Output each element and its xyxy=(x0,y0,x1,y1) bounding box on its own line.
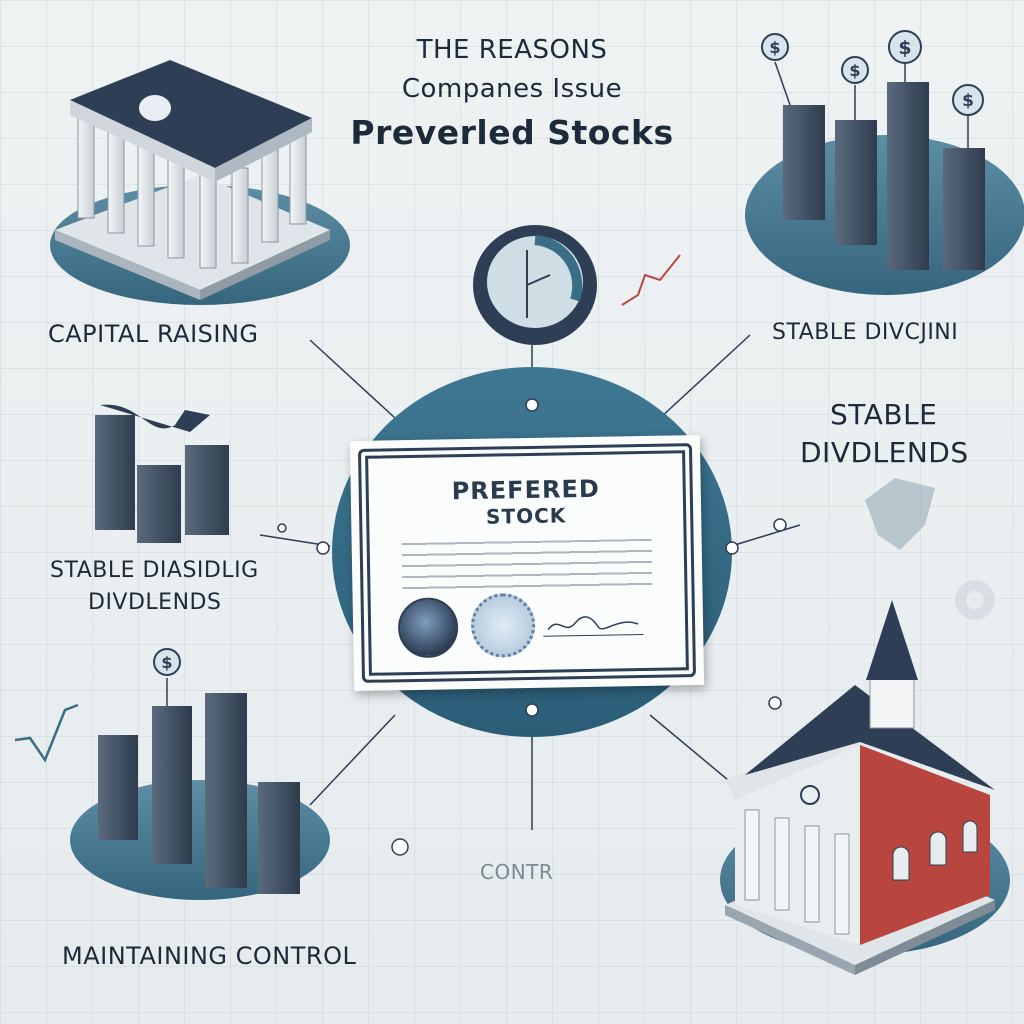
node-dot xyxy=(525,703,539,717)
node-dot xyxy=(391,838,409,856)
window xyxy=(962,820,978,853)
label-stable-right-line-2: DIVDLENDS xyxy=(800,436,969,469)
label-contr: CONTR xyxy=(480,860,554,884)
node-dot xyxy=(277,523,287,533)
dollar-coin-icon xyxy=(952,84,984,116)
bar xyxy=(137,465,181,543)
dollar-glyph: $ xyxy=(898,37,911,59)
bank-base xyxy=(55,175,330,290)
label-stable-dividends-top: STABLE DIVCJINI xyxy=(772,320,959,345)
label-stable-left-line-2: DIVDLENDS xyxy=(88,590,222,615)
node-dot xyxy=(725,541,739,555)
column xyxy=(231,167,249,264)
node-dots xyxy=(277,398,787,856)
bar xyxy=(887,82,929,270)
dollar-glyph: $ xyxy=(769,38,780,57)
bank-capital-raising xyxy=(50,60,350,305)
steeple xyxy=(866,600,918,680)
node-dot xyxy=(768,696,782,710)
bar xyxy=(98,735,138,840)
bar xyxy=(943,148,985,270)
dollar-coin-icon xyxy=(761,33,789,61)
label-maintaining-control: MAINTAINING CONTROL xyxy=(62,942,357,970)
dollar-coin-icon xyxy=(888,30,922,64)
brick-wall xyxy=(860,745,990,945)
bar xyxy=(185,445,229,535)
bar xyxy=(835,120,877,245)
label-stable-left-line-1: STABLE DIASIDLIG xyxy=(50,558,259,583)
connector-stable-top xyxy=(659,334,751,419)
certificate-text-lines xyxy=(401,538,653,594)
bank-roof xyxy=(70,60,312,168)
column xyxy=(774,817,790,911)
steeple-base xyxy=(869,677,915,729)
title-line-1: THE REASONS xyxy=(416,35,608,65)
bar xyxy=(152,706,192,864)
chart-maintaining-control: $ xyxy=(14,648,330,900)
preferred-stock-certificate: PREFERED STOCK xyxy=(349,434,705,692)
label-stable-right-line-1: STABLE xyxy=(830,398,938,431)
column xyxy=(834,833,850,935)
column xyxy=(137,137,155,247)
trend-arrow-icon xyxy=(621,254,681,306)
column xyxy=(804,825,820,923)
dollar-coin-icon xyxy=(841,56,869,84)
connector-control xyxy=(309,714,396,806)
dollar-coin-icon xyxy=(153,648,181,676)
bull-icon xyxy=(865,478,935,550)
bar xyxy=(783,105,825,220)
chart-stable-dividends-top: $ $ $ $ xyxy=(745,30,1024,295)
column xyxy=(261,149,279,243)
connector-capital xyxy=(309,339,396,419)
connector-bank xyxy=(649,714,741,791)
certificate-signature xyxy=(542,611,644,637)
bar xyxy=(95,415,135,530)
title-line-2: Companes Issue xyxy=(401,74,623,104)
bar xyxy=(205,693,247,888)
growth-arrow-icon xyxy=(100,404,210,432)
dollar-glyph: $ xyxy=(849,61,860,80)
dollar-glyph: $ xyxy=(962,91,974,111)
title-line-3: Preverled Stocks xyxy=(350,113,674,152)
node-dot xyxy=(316,541,330,555)
bank-roof xyxy=(745,685,995,790)
trend-line-icon xyxy=(14,703,79,763)
faded-coin-icon xyxy=(955,580,995,620)
emblem-icon xyxy=(800,785,820,805)
chart-left-middle xyxy=(95,404,229,543)
roof-emblem xyxy=(137,93,173,123)
bar xyxy=(258,782,300,894)
node-dot xyxy=(525,398,539,412)
label-capital-raising: CAPITAL RAISING xyxy=(48,320,259,348)
window xyxy=(892,846,910,881)
window xyxy=(929,831,947,866)
dial-icon xyxy=(473,225,597,345)
column xyxy=(744,809,760,901)
bank-bottom-right xyxy=(720,600,1010,975)
dollar-glyph: $ xyxy=(161,653,172,672)
node-dot xyxy=(773,518,787,532)
